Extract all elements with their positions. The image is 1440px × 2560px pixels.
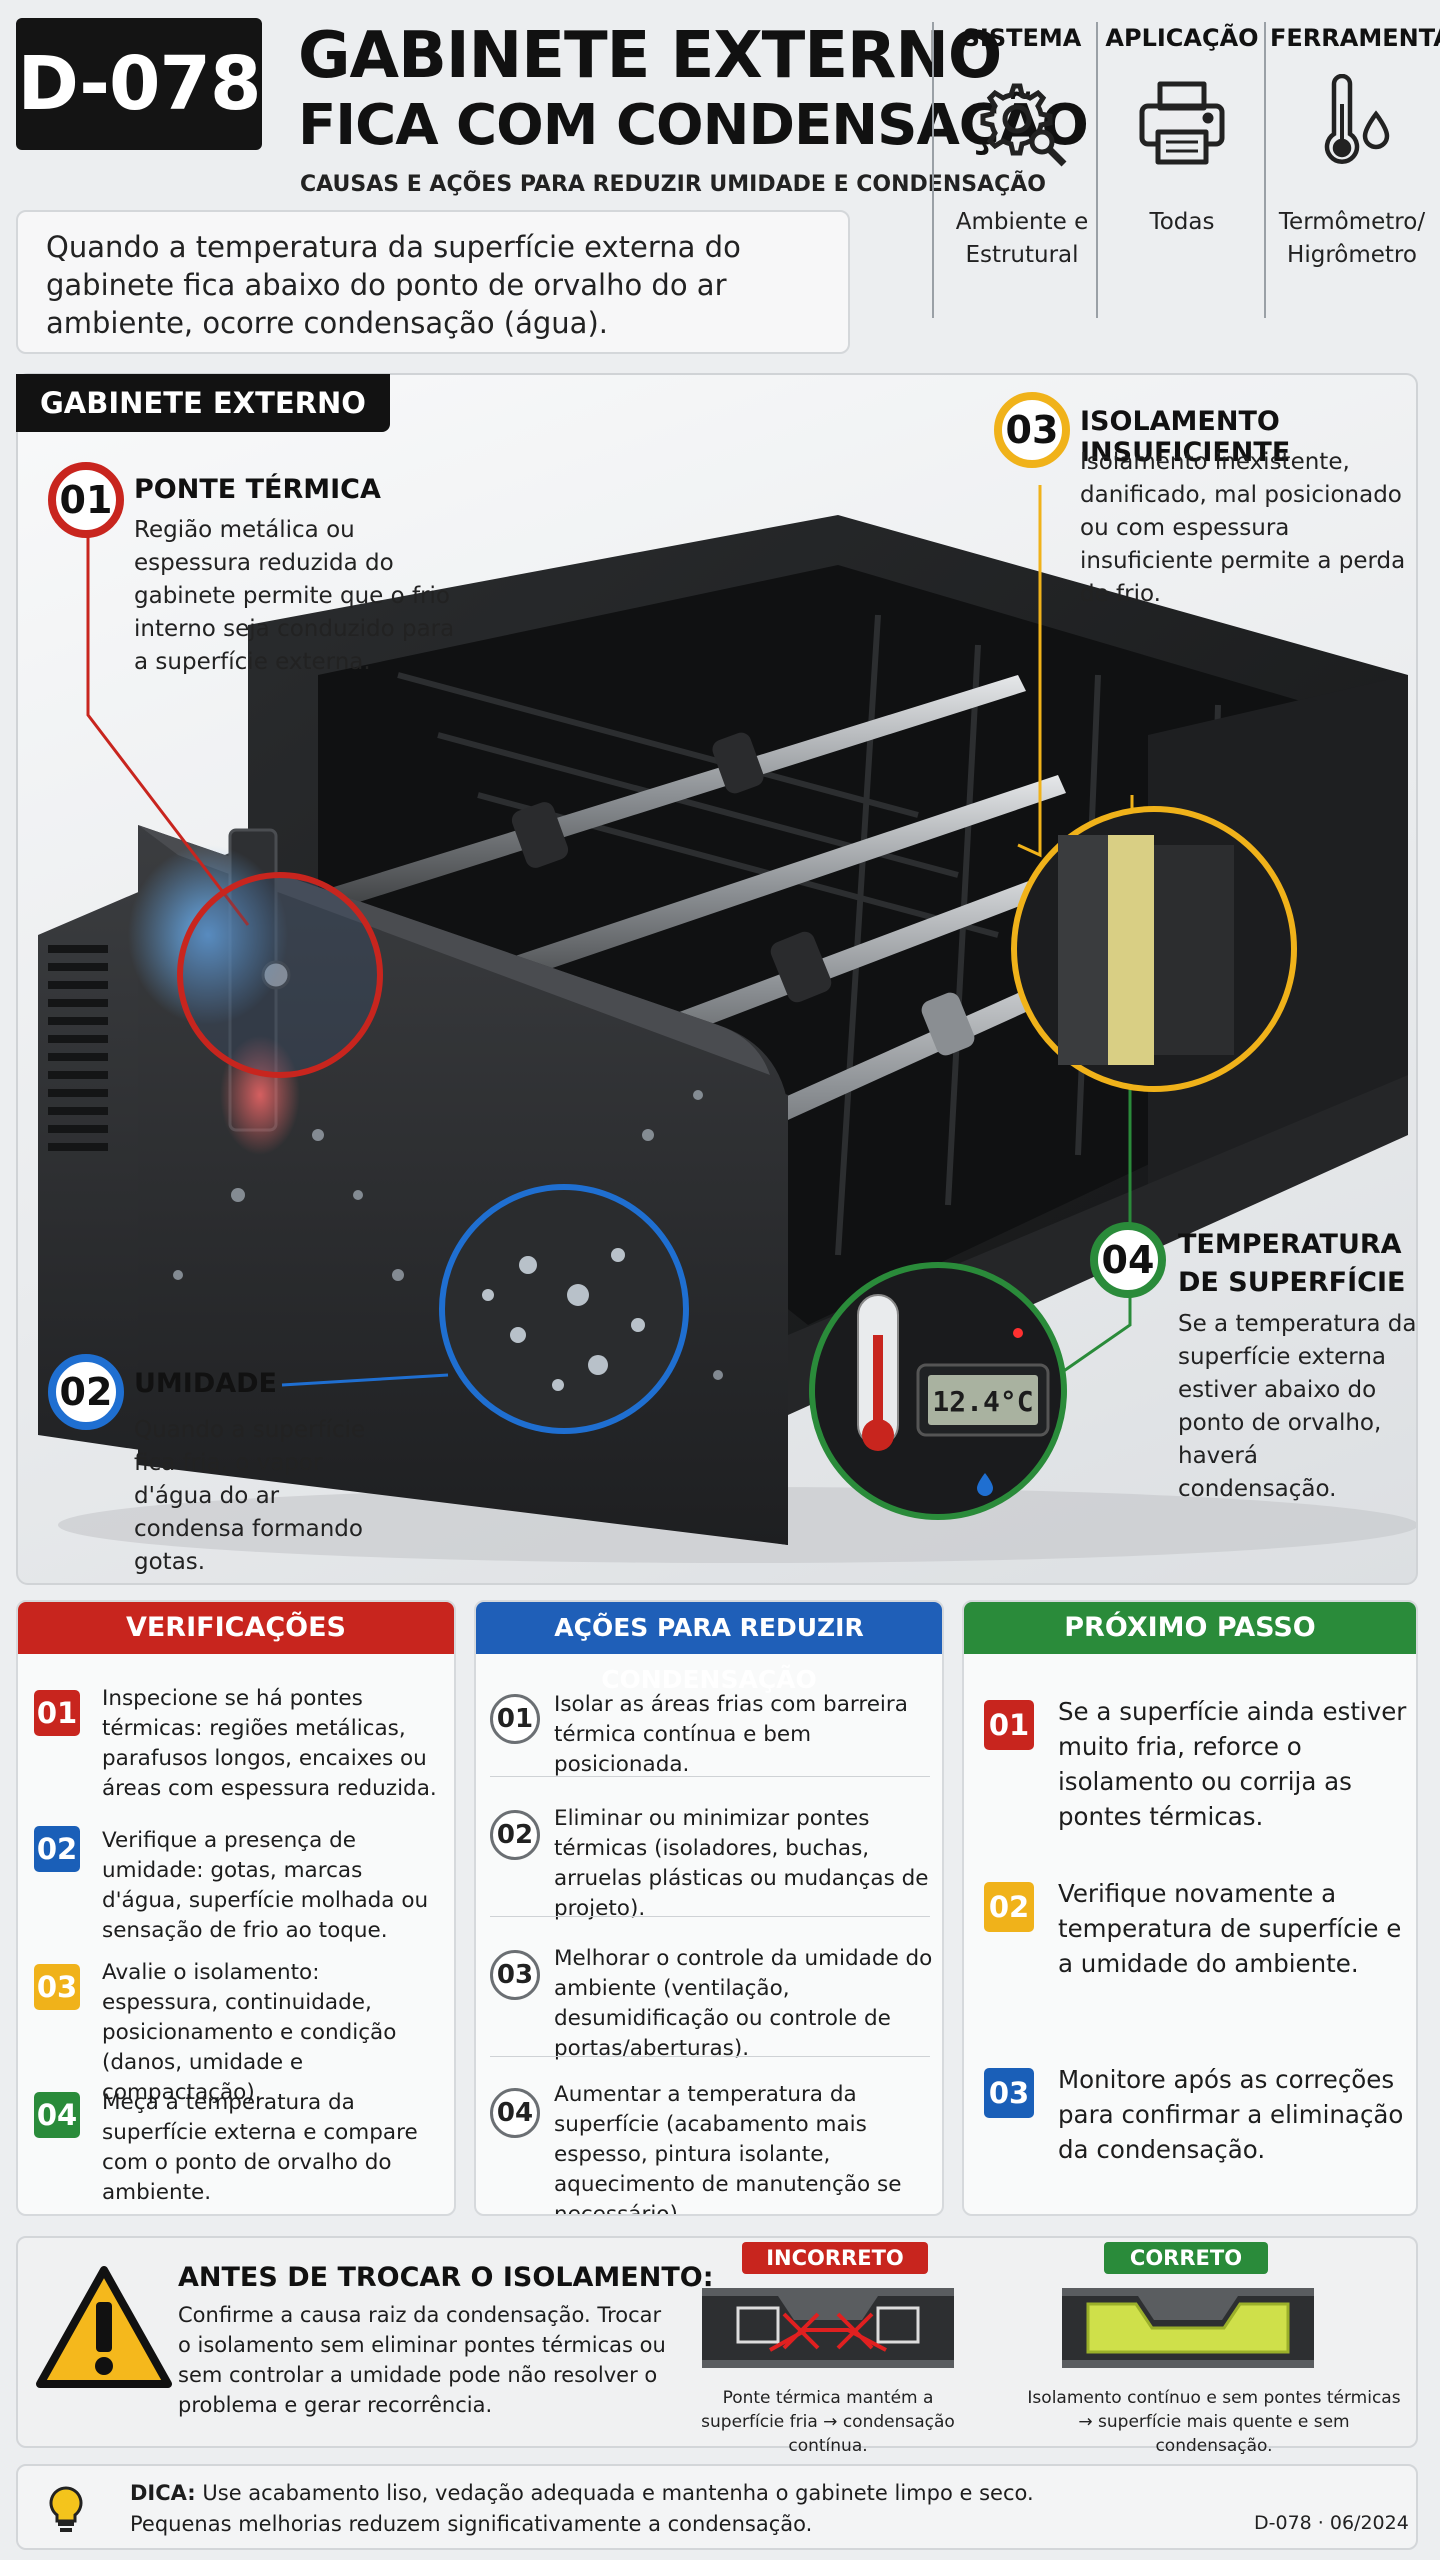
check-text: Avalie o isolamento: espessura, continui… [102,1960,397,2105]
thermometer-display-reading: 12.4°C [932,1385,1033,1418]
printer-icon [1134,74,1230,170]
tip-label: DICA: [130,2481,196,2505]
action-number: 03 [490,1950,540,2000]
correct-caption: Isolamento contínuo e sem pontes térmica… [1027,2388,1401,2456]
panel-title-next-step: PRÓXIMO PASSO [964,1602,1416,1654]
cabinet-drawing: 12.4°C [38,485,1416,1563]
action-number: 04 [490,2088,540,2138]
action-text: Eliminar ou minimizar pontes térmicas (i… [554,1806,929,1921]
footer-code-date: D-078 · 06/2024 [1254,2512,1409,2534]
next-step-text: Se a superfície ainda estiver muito fria… [1058,1697,1407,1831]
title-line-1: GABINETE EXTERNO [298,19,1002,93]
next-step-text: Monitore após as correções para confirma… [1058,2065,1404,2164]
panel-checks: VERIFICAÇÕES 01 Inspecione se há pontes … [16,1600,456,2216]
meta-application: APLICAÇÃO Todas [1100,18,1264,318]
document-code-badge: D-078 [16,18,262,150]
panel-title-actions: AÇÕES PARA REDUZIR CONDENSAÇÃO [476,1602,942,1694]
warning-title: ANTES DE TROCAR O ISOLAMENTO: [178,2262,714,2293]
check-number: 03 [34,1964,80,2010]
divider [490,1776,930,1777]
callout-text-insulation: Isolamento inexistente, danificado, mal … [1080,449,1406,607]
callout-number-03: 03 [994,392,1070,468]
panel-title-checks: VERIFICAÇÕES [18,1602,454,1654]
action-text: Isolar as áreas frias com barreira térmi… [554,1692,908,1777]
lightbulb-icon [49,2486,83,2532]
thermometer-drop-icon [1304,73,1400,170]
check-text: Inspecione se há pontes térmicas: regiõe… [102,1686,437,1801]
callout-text-humidity: Quando a superfície fica fria, o vapor d… [134,1417,366,1575]
warning-icon [36,2266,172,2388]
check-text: Meça a temperatura da superfície externa… [102,2090,418,2205]
check-number: 01 [34,1690,80,1736]
meta-value: Ambiente e Estrutural [955,209,1089,268]
callout-text-surface-temperature: Se a temperatura da superfície externa e… [1178,1311,1417,1502]
warning-text: Confirme a causa raiz da condensação. Tr… [178,2303,666,2417]
action-text: Aumentar a temperatura da superfície (ac… [554,2082,902,2216]
callout-number-01: 01 [48,462,124,538]
callout-title-surface-temperature: TEMPERATURA DE SUPERFÍCIE [1178,1229,1406,1298]
intro-text-box: Quando a temperatura da superfície exter… [16,210,850,354]
divider [490,2056,930,2057]
incorrect-diagram [702,2288,954,2368]
meta-label: SISTEMA [962,24,1082,52]
subtitle: CAUSAS E AÇÕES PARA REDUZIR UMIDADE E CO… [300,172,1046,197]
callout-title-humidity: UMIDADE [134,1368,278,1399]
meta-value: Todas [1149,209,1215,235]
next-step-text: Verifique novamente a temperatura de sup… [1058,1879,1402,1978]
tip-box: DICA: Use acabamento liso, vedação adequ… [16,2464,1418,2550]
meta-divider [1264,22,1266,318]
meta-divider [1096,22,1098,318]
cabinet-illustration: 12.4°C [16,373,1418,1585]
meta-label: FERRAMENTA [1270,24,1440,52]
action-text: Melhorar o controle da umidade do ambien… [554,1946,933,2061]
gear-search-icon [974,74,1070,170]
callout-number-04: 04 [1090,1222,1166,1298]
section-tag-cabinet: GABINETE EXTERNO [16,374,390,432]
tip-body: Use acabamento liso, vedação adequada e … [130,2481,1034,2536]
check-number: 04 [34,2092,80,2138]
check-number: 02 [34,1826,80,1872]
callout-title-thermal-bridge: PONTE TÉRMICA [134,474,381,505]
tip-text: DICA: Use acabamento liso, vedação adequ… [130,2478,1050,2540]
next-step-number: 01 [984,1700,1034,1750]
incorrect-caption: Ponte térmica mantém a superfície fria →… [701,2388,955,2456]
callout-title-insulation: ISOLAMENTO INSUFICIENTE [1080,406,1291,468]
callout-number-02: 02 [48,1354,124,1430]
next-step-number: 03 [984,2068,1034,2118]
warning-box: ANTES DE TROCAR O ISOLAMENTO: Confirme a… [16,2236,1418,2456]
meta-divider [932,22,934,318]
callout-text-thermal-bridge: Região metálica ou espessura reduzida do… [134,517,455,675]
incorrect-label: INCORRETO [742,2242,928,2274]
meta-system: SISTEMA Ambiente e Estrutural [940,18,1104,318]
panel-actions: AÇÕES PARA REDUZIR CONDENSAÇÃO 01 Isolar… [474,1600,944,2216]
check-text: Verifique a presença de umidade: gotas, … [102,1828,429,1943]
next-step-number: 02 [984,1882,1034,1932]
correct-diagram [1062,2288,1314,2368]
action-number: 02 [490,1810,540,1860]
action-number: 01 [490,1694,540,1744]
panel-next-step: PRÓXIMO PASSO 01 Se a superfície ainda e… [962,1600,1418,2216]
meta-tool: FERRAMENTA Termômetro/ Higrômetro [1270,18,1440,318]
title-line-2: FICA COM CONDENSAÇÃO [298,93,1089,158]
correct-label: CORRETO [1104,2242,1268,2274]
meta-label: APLICAÇÃO [1105,24,1259,52]
meta-value: Termômetro/ Higrômetro [1278,209,1426,268]
divider [490,1916,930,1917]
